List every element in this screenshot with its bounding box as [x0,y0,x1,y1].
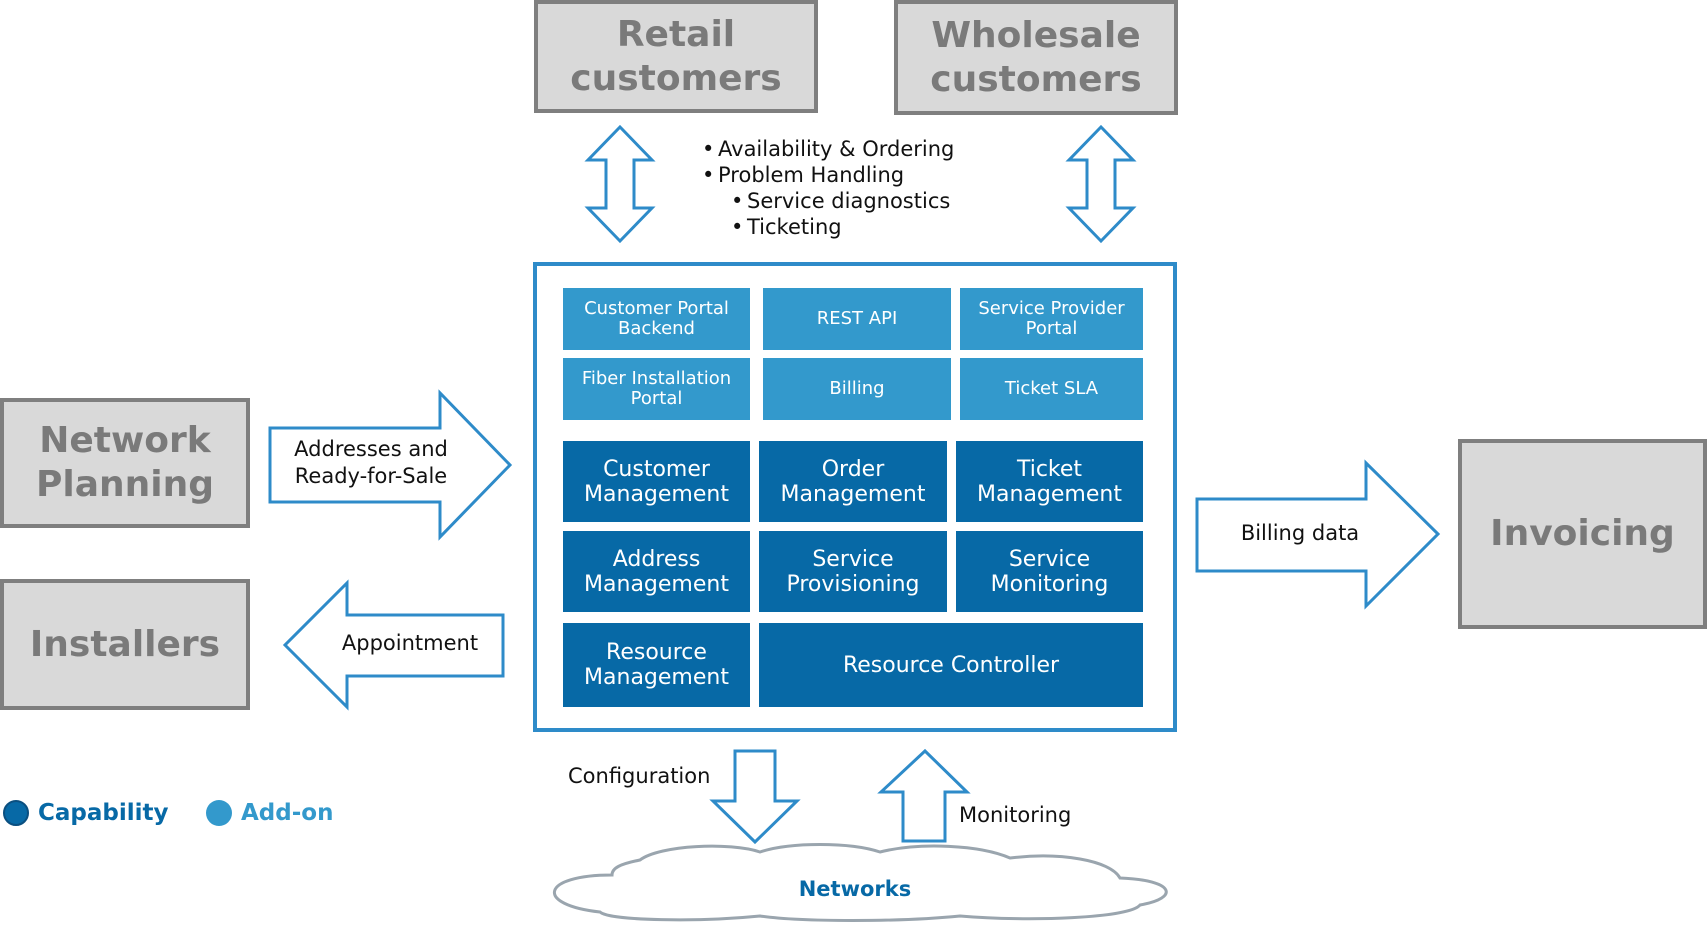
interface-bullet-list: Availability & Ordering Problem Handling… [702,136,954,240]
wholesale-double-arrow [1065,124,1137,244]
bullet-sub-item: Ticketing [731,214,954,240]
capability-customer-management: Customer Management [563,441,750,522]
retail-double-arrow [584,124,656,244]
addon-service-provider-portal: Service Provider Portal [960,288,1143,350]
networks-cloud [552,843,1168,922]
capability-service-provisioning: Service Provisioning [759,531,947,612]
appointment-arrow [282,579,505,711]
capability-resource-controller: Resource Controller [759,623,1143,707]
capability-service-monitoring: Service Monitoring [956,531,1143,612]
retail-customers-box: Retail customers [534,0,818,113]
capability-ticket-management: Ticket Management [956,441,1143,522]
addon-rest-api: REST API [763,288,951,350]
network-planning-box: Network Planning [0,398,250,528]
configuration-arrow [709,749,801,845]
monitoring-arrow [877,748,971,843]
addresses-arrow [268,389,513,541]
legend-addon-label: Add-on [241,800,334,826]
capability-address-management: Address Management [563,531,750,612]
bullet-item: Availability & Ordering [702,136,954,162]
legend-capability: Capability [3,800,169,826]
configuration-flow-label: Configuration [568,764,711,788]
billing-data-flow-label: Billing data [1240,521,1360,545]
addresses-flow-label: Addresses and Ready-for-Sale [294,437,448,488]
capability-dot-icon [3,800,29,826]
wholesale-customers-box: Wholesale customers [894,0,1178,115]
billing-data-arrow [1195,459,1441,610]
addon-billing: Billing [763,358,951,420]
installers-box: Installers [0,579,250,710]
invoicing-box: Invoicing [1458,439,1707,629]
legend-addon: Add-on [206,800,333,826]
legend-capability-label: Capability [38,800,169,826]
addon-fiber-installation-portal: Fiber Installation Portal [563,358,750,420]
addon-ticket-sla: Ticket SLA [960,358,1143,420]
addon-dot-icon [206,800,232,826]
networks-label: Networks [798,877,912,901]
addon-customer-portal-backend: Customer Portal Backend [563,288,750,350]
capability-resource-management: Resource Management [563,623,750,707]
bullet-sub-item: Service diagnostics [731,188,954,214]
capability-order-management: Order Management [759,441,947,522]
appointment-flow-label: Appointment [341,631,479,655]
monitoring-flow-label: Monitoring [959,803,1072,827]
bullet-item: Problem Handling [702,162,954,188]
